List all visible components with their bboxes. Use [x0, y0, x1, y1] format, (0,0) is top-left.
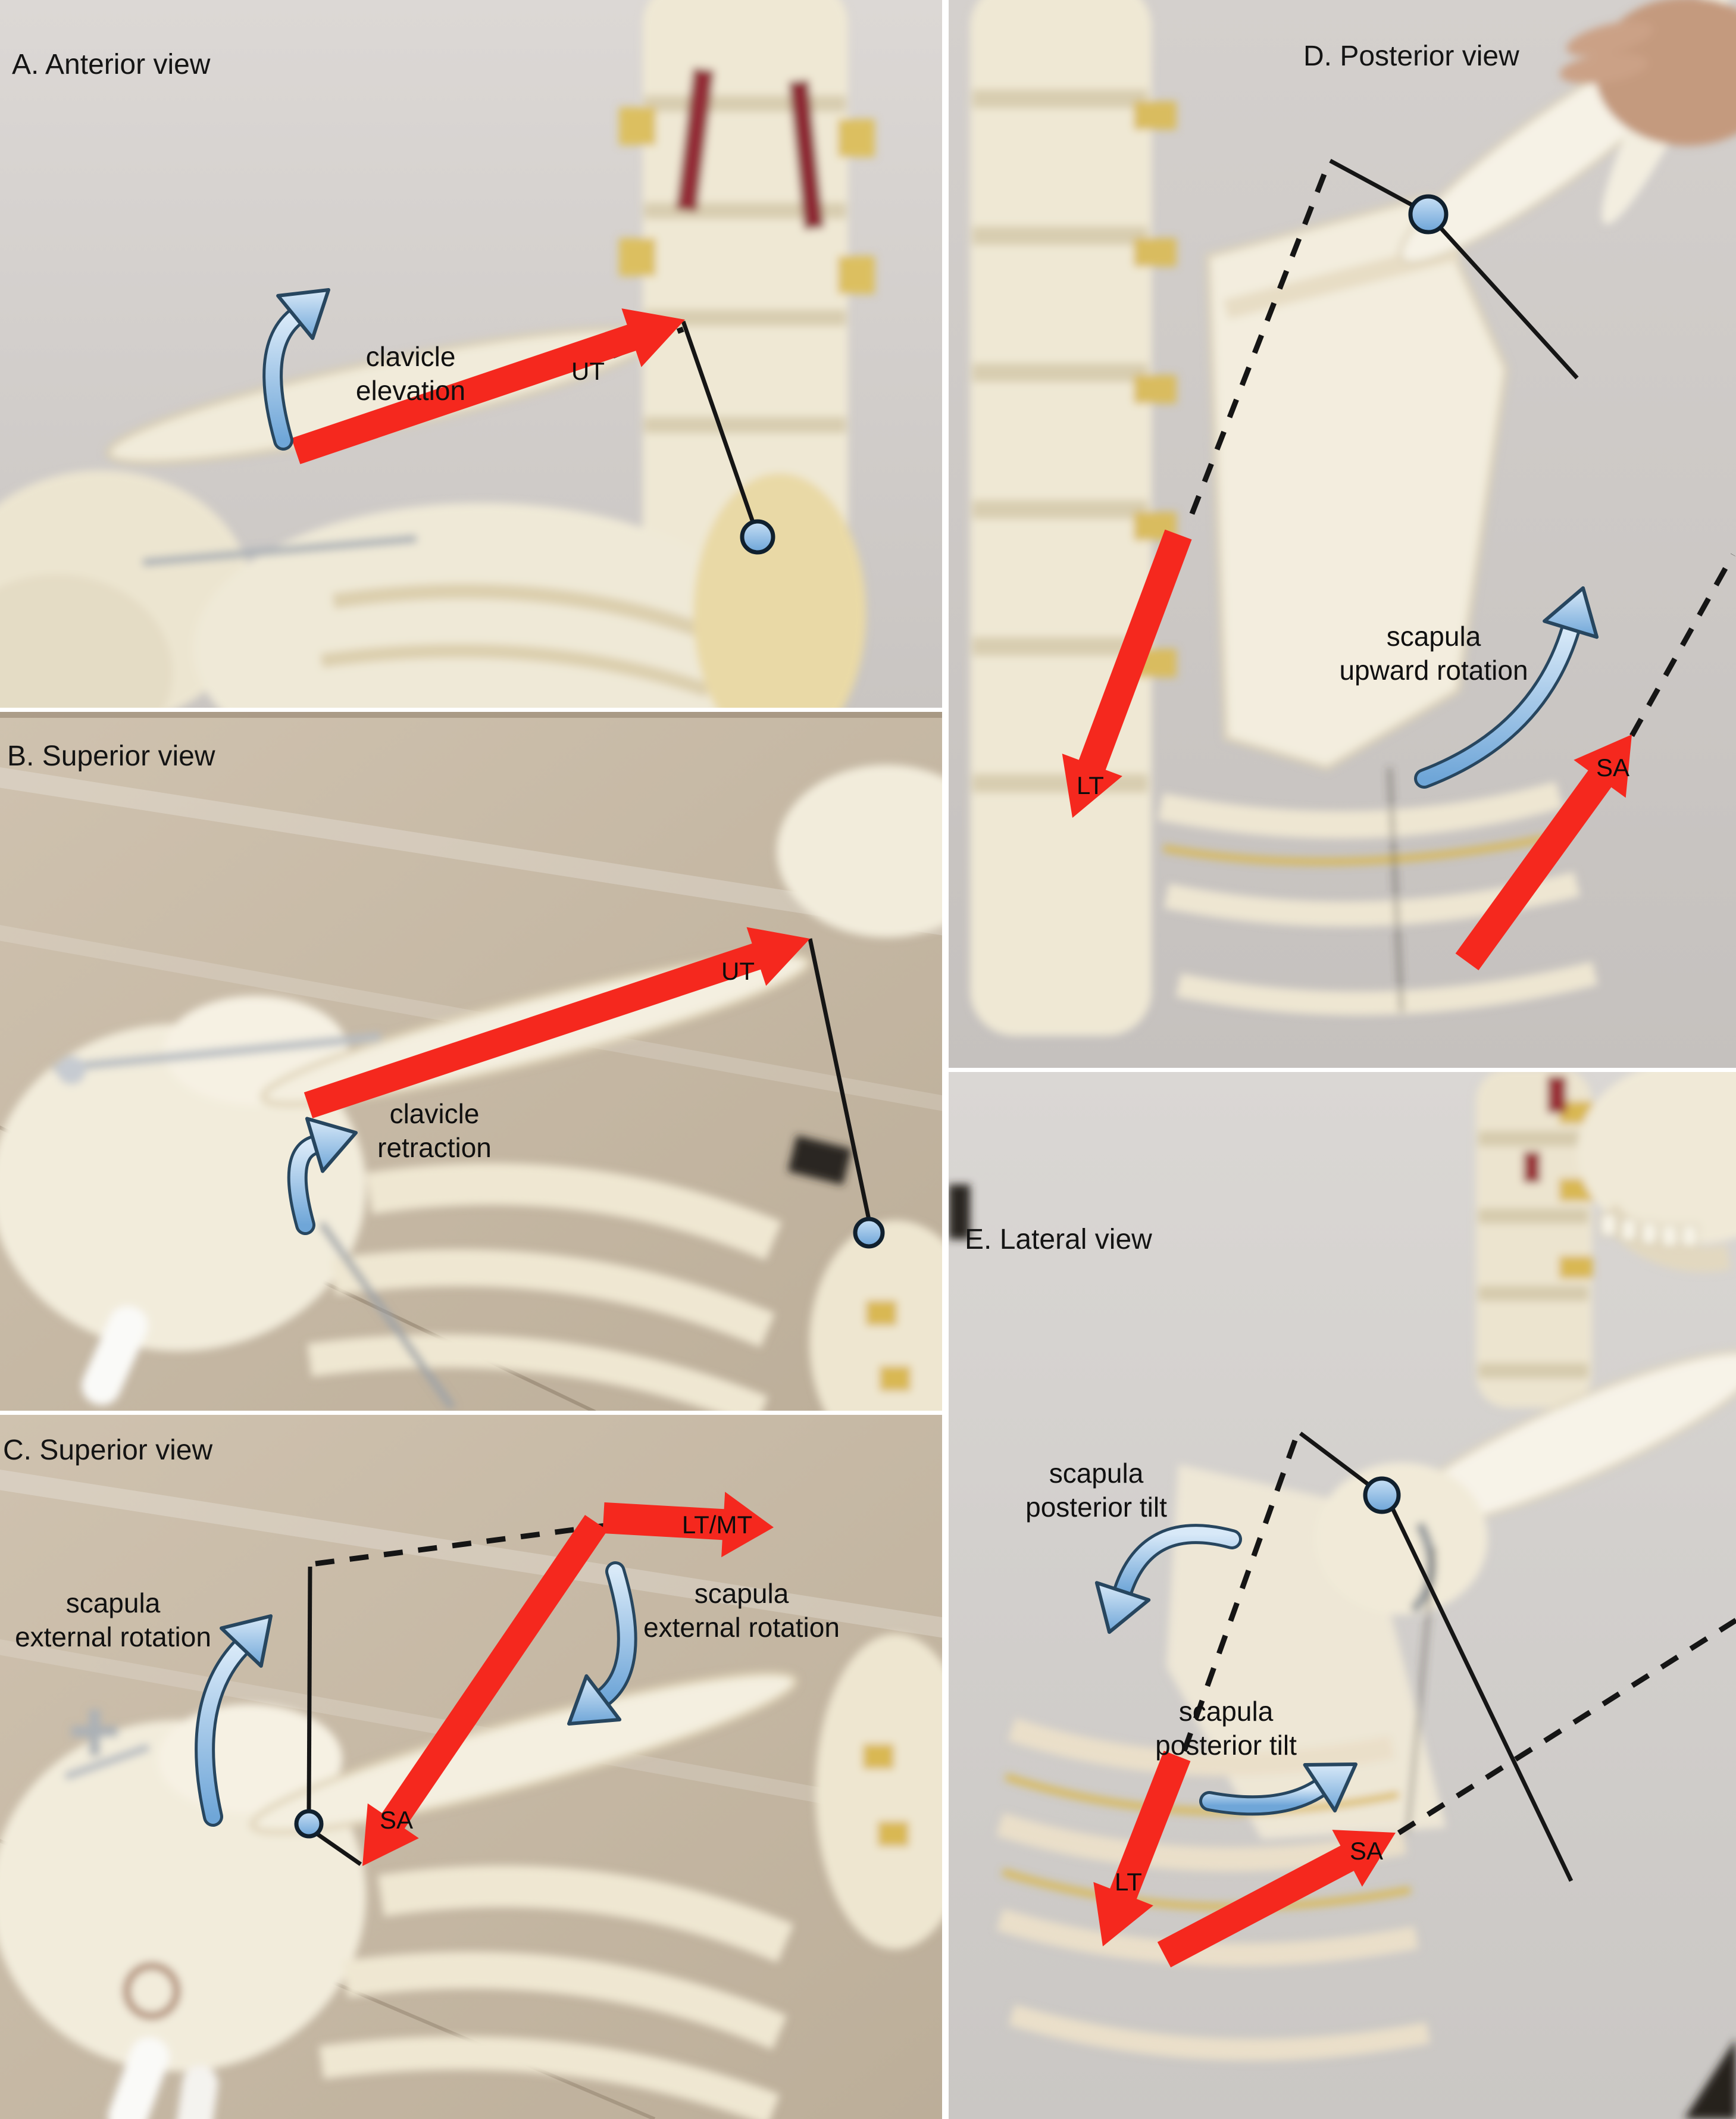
- reference-solid-line: [1437, 224, 1579, 380]
- reference-dashed-line: [1184, 173, 1327, 529]
- motion-arrow-part: [1094, 1581, 1151, 1634]
- rotation-axis-dot: [1363, 1476, 1401, 1514]
- panel-c-title: C. Superior view: [3, 1434, 213, 1466]
- muscle-force-arrow: [1062, 529, 1192, 818]
- reference-solid-line: [1299, 1432, 1377, 1491]
- muscle-force-arrow: [1157, 1830, 1396, 1968]
- reference-solid-line: [312, 1830, 362, 1866]
- panel-c-muscle-label-sa: SA: [379, 1806, 414, 1834]
- motion-arrow-icon: [1414, 586, 1599, 789]
- panel-a-muscle-label-ut: UT: [571, 357, 605, 385]
- panel-a-title: A. Anterior view: [12, 49, 211, 80]
- muscle-force-arrow: [1093, 1751, 1191, 1946]
- motion-arrow-part: [276, 288, 330, 340]
- rotation-axis-dot: [853, 1217, 885, 1249]
- reference-dashed-line: [1629, 553, 1735, 737]
- panel-d-motion-label: scapula upward rotation: [1339, 620, 1528, 686]
- motion-arrow-part: [265, 310, 303, 448]
- motion-arrow-icon: [1094, 1524, 1242, 1634]
- motion-arrow-part: [198, 1640, 249, 1824]
- panel-d-photo: [949, 0, 1736, 1068]
- motion-arrow-part: [305, 1117, 358, 1173]
- panel-c-motion-label-left: scapula external rotation: [15, 1587, 211, 1652]
- reference-solid-line: [681, 320, 760, 537]
- panel-e-muscle-label-lt: LT: [1115, 1868, 1142, 1896]
- rotation-axis-dot: [1408, 194, 1449, 235]
- motion-arrow-part: [290, 1137, 322, 1232]
- motion-arrow-icon: [567, 1561, 637, 1726]
- panel-d-muscle-label-lt: LT: [1077, 771, 1104, 799]
- reference-solid-line: [1387, 1500, 1574, 1882]
- panel-b-muscle-label-ut: UT: [721, 957, 755, 985]
- panel-c-motion-label-right: scapula external rotation: [643, 1577, 840, 1643]
- panel-d-title: D. Posterior view: [1303, 40, 1519, 72]
- reference-solid-line: [808, 938, 871, 1220]
- motion-arrow-icon: [262, 288, 330, 451]
- panel-e-photo: [949, 1072, 1736, 2119]
- panel-d-muscle-label-sa: SA: [1596, 754, 1630, 782]
- panel-a-photo: [0, 0, 942, 708]
- reference-solid-line: [1329, 158, 1428, 215]
- motion-arrow-icon: [195, 1614, 273, 1827]
- muscle-force-arrow: [602, 1492, 774, 1558]
- reference-dashed-line: [1178, 1439, 1298, 1762]
- motion-arrow-part: [1202, 1780, 1327, 1813]
- muscle-force-arrow: [291, 308, 686, 464]
- muscle-force-arrow: [362, 1515, 608, 1866]
- panel-b-title: B. Superior view: [7, 740, 215, 772]
- muscle-force-arrow: [304, 927, 810, 1118]
- panel-c-muscle-label-ltmt: LT/MT: [681, 1511, 753, 1539]
- panel-b-motion-label: clavicle retraction: [377, 1098, 492, 1163]
- panel-e-muscle-label-sa: SA: [1349, 1837, 1384, 1865]
- panel-a-motion-label: clavicle elevation: [355, 340, 466, 406]
- panel-c-photo: [0, 1415, 942, 2119]
- motion-arrow-part: [1303, 1762, 1357, 1812]
- reference-solid-line: [306, 1566, 312, 1812]
- motion-arrow-part: [220, 1614, 273, 1668]
- motion-arrow-part: [567, 1674, 622, 1726]
- panel-e-motion-label-lower: scapula posterior tilt: [1155, 1695, 1297, 1761]
- reference-dashed-line: [1394, 1618, 1736, 1837]
- panel-e-motion-label-upper: scapula posterior tilt: [1025, 1457, 1167, 1523]
- motion-arrow-part: [1543, 586, 1599, 639]
- rotation-axis-dot: [294, 1809, 324, 1839]
- motion-arrow-icon: [1199, 1762, 1357, 1816]
- muscle-force-arrow: [1455, 735, 1632, 971]
- motion-arrow-icon: [287, 1117, 358, 1235]
- motion-arrow-part: [596, 1564, 634, 1705]
- reference-dashed-line: [315, 1522, 611, 1567]
- motion-arrow-part: [1115, 1527, 1239, 1599]
- rotation-axis-dot: [740, 519, 775, 555]
- motion-arrow-part: [1417, 621, 1578, 786]
- panel-e-title: E. Lateral view: [965, 1224, 1152, 1255]
